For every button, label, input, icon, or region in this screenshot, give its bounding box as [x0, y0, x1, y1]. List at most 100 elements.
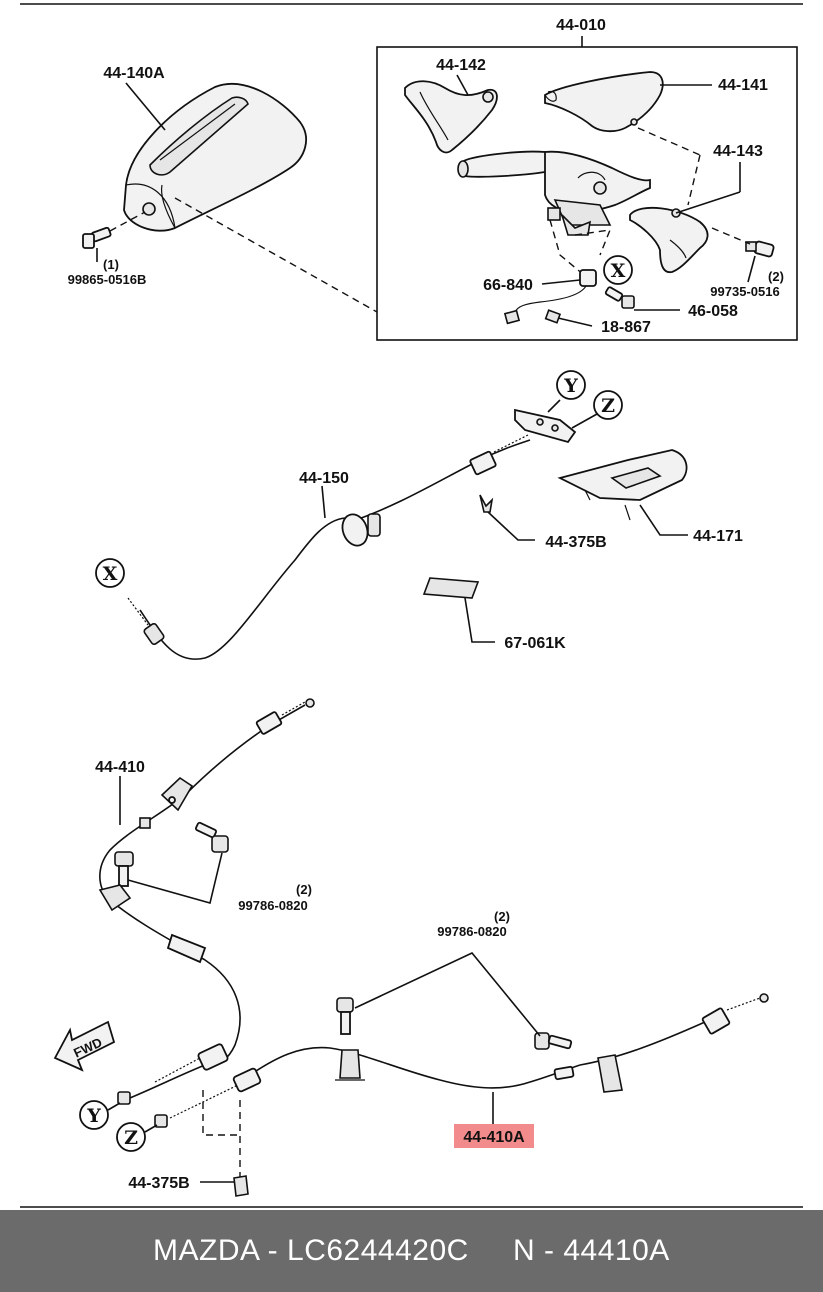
- label-46-058: 46-058: [688, 303, 738, 320]
- bolt-a2-part: [114, 851, 134, 887]
- leader-z-top: [571, 413, 598, 429]
- label-bolt-b: 99786-0820: [437, 924, 506, 939]
- leader-67-061k: [464, 597, 495, 643]
- leader-44-142: [456, 74, 469, 96]
- label-18-867: 18-867: [601, 319, 651, 336]
- bolt-b2-part: [534, 1032, 573, 1050]
- assembly-box: [376, 46, 798, 341]
- bolt-left-part: [82, 226, 112, 249]
- marker-z-bottom: [116, 1122, 146, 1152]
- marker-x-top: [603, 255, 633, 285]
- clip-b-bottom-part: [233, 1175, 249, 1197]
- leader-66-840: [541, 279, 581, 285]
- label-67-061k: 67-061K: [504, 635, 566, 652]
- rear-cable-right-line-b: [579, 1021, 706, 1066]
- leader-bolt-a: [127, 852, 223, 904]
- bolt-a-part: [195, 821, 229, 853]
- pad-part: [422, 577, 480, 599]
- marker-y-bottom-text: Y: [86, 1105, 101, 1127]
- marker-y-top-text: Y: [563, 375, 578, 397]
- label-bolt-right-qty: (2): [768, 269, 784, 284]
- leader-18-867: [557, 317, 593, 327]
- rear-right-bracket-end: [553, 1054, 623, 1093]
- marker-z-top-text: Z: [601, 395, 615, 417]
- label-44-010: 44-010: [556, 17, 606, 34]
- marker-x-top-text: X: [611, 260, 626, 282]
- front-cable-line-b: [349, 439, 531, 523]
- footer-brand-part: MAZDA - LC6244420C: [153, 1234, 469, 1267]
- rear-right-top-end: [701, 993, 769, 1035]
- front-cable-grommet: [341, 513, 381, 547]
- lever-cover-right-part: [629, 206, 709, 274]
- front-cable-adjuster: [469, 434, 529, 476]
- dash-switch-b: [574, 229, 612, 256]
- rear-left-top-end: [255, 698, 315, 735]
- label-44-410: 44-410: [95, 759, 145, 776]
- marker-x-left-text: X: [103, 563, 118, 585]
- lever-cover-top-part: [544, 71, 664, 133]
- dash-bolt-left: [109, 211, 146, 232]
- dash-clip-left: [202, 1090, 240, 1136]
- label-bolt-right: 99735-0516: [710, 284, 779, 299]
- bracket-part: [557, 449, 688, 521]
- label-44-375b-bottom: 44-375B: [128, 1175, 189, 1192]
- label-44-410a: 44-410A: [463, 1129, 525, 1146]
- marker-z-top: [593, 390, 623, 420]
- rear-cable-right-line: [249, 1046, 581, 1089]
- leader-bolt-right: [747, 255, 756, 283]
- leader-y-top: [547, 399, 561, 413]
- leader-bolt-b: [354, 952, 541, 1037]
- footer-number: N - 44410A: [513, 1234, 670, 1267]
- clip-part: [544, 309, 562, 324]
- fwd-arrow-icon: FWD: [53, 1020, 116, 1072]
- leader-console-cover: [125, 82, 166, 131]
- rear-right-lower-end: [154, 1067, 262, 1128]
- front-cable-line: [139, 517, 346, 660]
- front-cable-left-end: [127, 597, 165, 646]
- rear-right-bracket-mid: [335, 1049, 365, 1081]
- equalizer-plate: [514, 408, 577, 444]
- leader-z-bottom: [144, 1124, 158, 1133]
- label-44-150: 44-150: [299, 470, 349, 487]
- front-cable-section: Y Z X 44-150 44-375B 44-171 67-061K: [95, 370, 743, 660]
- footer-bar: MAZDA - LC6244420C N - 44410A: [0, 1210, 823, 1292]
- marker-y-bottom: [79, 1100, 109, 1130]
- lever-cover-left-part: [404, 80, 498, 154]
- leader-44-171: [639, 504, 688, 536]
- rear-cable-left-line-b: [124, 1064, 206, 1101]
- label-bolt-b-qty: (2): [494, 909, 510, 924]
- leader-44-143-a: [675, 191, 741, 214]
- switch-part: [503, 269, 597, 325]
- label-44-140a: 44-140A: [103, 65, 165, 82]
- label-44-143: 44-143: [713, 143, 763, 160]
- bolt-b-part: [336, 997, 354, 1035]
- label-66-840: 66-840: [483, 277, 533, 294]
- lever-assembly-section: X 44-010 44-140A 44-142 44-141 44-143 (1…: [68, 17, 798, 341]
- label-44-142: 44-142: [436, 57, 486, 74]
- label-bolt-left-qty: (1): [103, 257, 119, 272]
- dash-141-b: [687, 154, 701, 206]
- label-44-375b: 44-375B: [545, 534, 606, 551]
- dash-141: [637, 127, 701, 156]
- rear-cable-section: FWD Y Z 44-410 (2) 99786-0820 (2) 99786-…: [53, 698, 769, 1197]
- label-bolt-a-qty: (2): [296, 882, 312, 897]
- leader-y-bottom: [107, 1102, 121, 1111]
- clip-b-part: [479, 494, 494, 513]
- brake-lever-part: [457, 150, 651, 236]
- label-bolt-a: 99786-0820: [238, 898, 307, 913]
- label-44-141: 44-141: [718, 77, 768, 94]
- label-44-171: 44-171: [693, 528, 743, 545]
- dash-bolt-right: [711, 227, 751, 245]
- highlight-box: [454, 1124, 534, 1148]
- marker-x-left: [95, 558, 125, 588]
- bolt-right-part: [745, 240, 775, 258]
- dash-console-assembly: [174, 197, 378, 313]
- rear-left-lower-end: [117, 1043, 229, 1105]
- leader-44-150: [321, 485, 326, 519]
- console-cover-part: [123, 82, 307, 232]
- rear-left-holder: [98, 884, 207, 964]
- screw-part: [604, 286, 635, 309]
- rear-left-mount: [139, 776, 194, 829]
- marker-y-top: [556, 370, 586, 400]
- parking-brake-diagram: X 44-010 44-140A 44-142 44-141 44-143 (1…: [20, 3, 803, 1208]
